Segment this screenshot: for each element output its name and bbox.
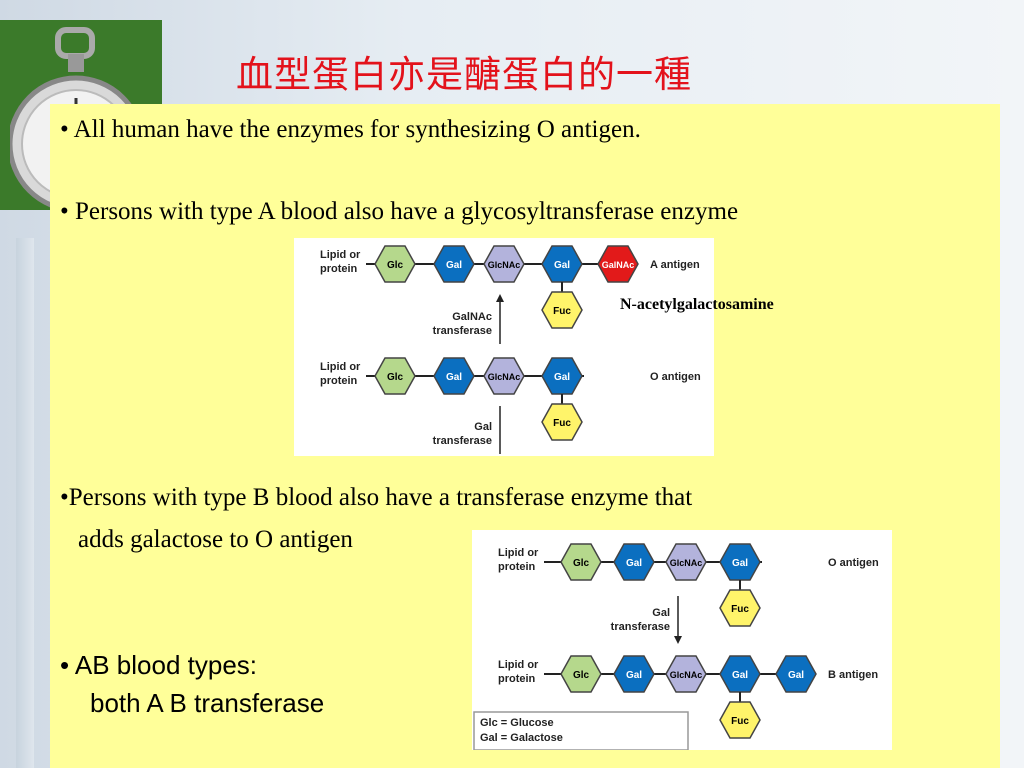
gal-hexagon: [775, 655, 817, 693]
bullet-type-a: • Persons with type A blood also have a …: [60, 198, 739, 225]
o-antigen-label: O antigen: [828, 557, 879, 569]
fuc-label: Fuc: [731, 716, 749, 727]
galnac-annotation: N-acetylgalactosamine: [620, 296, 774, 313]
fuc-hexagon: [719, 701, 761, 739]
figure-b-top-chain: Lipid or protein Glc Gal GlcNAc Gal O an…: [498, 543, 879, 627]
glc-hexagon: [560, 655, 602, 693]
glc-label: Glc: [387, 372, 404, 383]
gal-hexagon: [613, 655, 655, 693]
glc-hexagon: [374, 357, 416, 395]
glcnac-hexagon: [665, 543, 707, 581]
gal-hexagon: [541, 357, 583, 395]
bullet-o-antigen: • All human have the enzymes for synthes…: [60, 116, 641, 143]
gal-label: Gal: [446, 260, 462, 271]
glcnac-label: GlcNAc: [488, 372, 521, 382]
gal-hexagon: [613, 543, 655, 581]
gal-label: Gal: [732, 670, 748, 681]
label-lipid: Lipid or: [498, 659, 539, 671]
o-antigen-label: O antigen: [650, 371, 701, 383]
legend-glc: Glc = Glucose: [480, 717, 554, 729]
glc-hexagon: [374, 245, 416, 283]
figure-b-antigen-pathway: Lipid or protein Glc Gal GlcNAc Gal O an…: [472, 530, 892, 750]
gal-transferase-label-1: Gal: [652, 607, 670, 619]
glc-label: Glc: [573, 558, 590, 569]
glcnac-hexagon: [665, 655, 707, 693]
figure-a-top-chain: Lipid or protein Glc Gal GlcNAc Gal GalN…: [320, 245, 700, 329]
label-protein: protein: [320, 263, 358, 275]
glcnac-hexagon: [483, 357, 525, 395]
decorative-strip: [16, 238, 34, 768]
glcnac-label: GlcNAc: [670, 670, 703, 680]
gal-label: Gal: [626, 670, 642, 681]
gal-hexagon: [433, 357, 475, 395]
figure-b-legend: Glc = Glucose Gal = Galactose: [473, 711, 689, 750]
galnac-transferase-label-1: GalNAc: [452, 311, 492, 323]
gal-hexagon: [719, 543, 761, 581]
glc-label: Glc: [573, 670, 590, 681]
galnac-label: GalNAc: [602, 260, 635, 270]
glcnac-label: GlcNAc: [670, 558, 703, 568]
gal-transferase-label-2: transferase: [433, 435, 492, 447]
figure-a-bottom-chain: Lipid or protein Glc Gal GlcNAc Gal O an…: [320, 357, 701, 441]
figure-b-bottom-chain: Lipid or protein Glc Gal GlcNAc Gal Gal …: [498, 655, 878, 739]
slide-title: 血型蛋白亦是醣蛋白的一種: [236, 53, 692, 96]
glc-label: Glc: [387, 260, 404, 271]
gal-label: Gal: [554, 260, 570, 271]
gal-hexagon: [433, 245, 475, 283]
a-antigen-label: A antigen: [650, 259, 700, 271]
gal-label: Gal: [626, 558, 642, 569]
gal-transferase-label-2: transferase: [611, 621, 670, 633]
label-protein: protein: [498, 561, 536, 573]
fuc-hexagon: [541, 403, 583, 441]
glcnac-label: GlcNAc: [488, 260, 521, 270]
gal-label: Gal: [788, 670, 804, 681]
gal-transferase-label-1: Gal: [474, 421, 492, 433]
galnac-transferase-label-2: transferase: [433, 325, 492, 337]
fuc-hexagon: [541, 291, 583, 329]
fuc-label: Fuc: [731, 604, 749, 615]
label-protein: protein: [498, 673, 536, 685]
fuc-label: Fuc: [553, 418, 571, 429]
bullet-type-ab-line2: both A B transferase: [90, 688, 325, 718]
legend-gal: Gal = Galactose: [480, 732, 563, 744]
gal-label: Gal: [554, 372, 570, 383]
gal-hexagon: [541, 245, 583, 283]
fuc-label: Fuc: [553, 306, 571, 317]
figure-a-antigen-pathway: Lipid or protein Glc Gal GlcNAc Gal GalN…: [294, 238, 714, 456]
bullet-type-ab-line1: • AB blood types:: [60, 650, 258, 680]
label-lipid: Lipid or: [498, 547, 539, 559]
glc-hexagon: [560, 543, 602, 581]
gal-hexagon: [719, 655, 761, 693]
label-protein: protein: [320, 375, 358, 387]
label-lipid: Lipid or: [320, 361, 361, 373]
bullet-type-b-line1: •Persons with type B blood also have a t…: [60, 484, 693, 511]
b-antigen-label: B antigen: [828, 669, 878, 681]
fuc-hexagon: [719, 589, 761, 627]
galnac-hexagon: [597, 245, 639, 283]
glcnac-hexagon: [483, 245, 525, 283]
bullet-type-b-line2: adds galactose to O antigen: [78, 526, 353, 553]
gal-label: Gal: [732, 558, 748, 569]
gal-label: Gal: [446, 372, 462, 383]
label-lipid: Lipid or: [320, 249, 361, 261]
